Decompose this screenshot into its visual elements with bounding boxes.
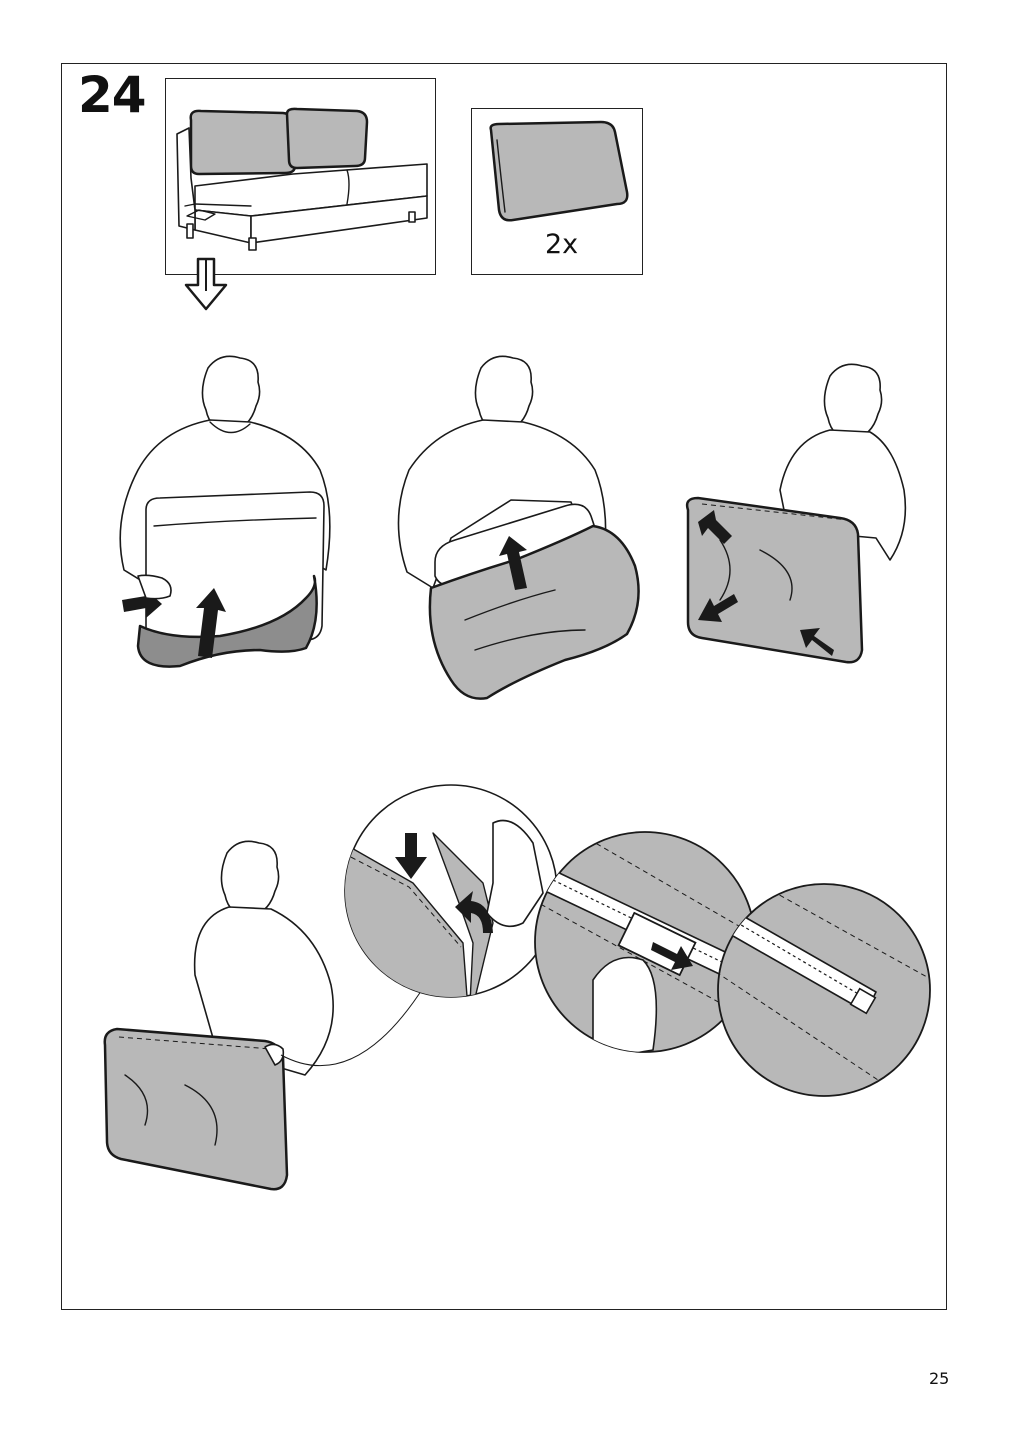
page-number: 25 [929,1369,950,1388]
zipper-detail-2 [534,831,756,1053]
cushion-quantity: 2x [545,229,579,260]
step-frame [61,63,947,1310]
step-illustration-4 [103,840,426,1191]
step-number: 24 [78,66,147,124]
zipper-detail-1 [344,784,558,998]
down-arrow-icon [184,257,228,311]
step-illustration-3 [685,363,907,664]
step-illustration-1 [119,355,331,668]
sofa-illustration [176,107,428,251]
step-illustration-2 [397,355,640,700]
back-cushion-icon [489,120,629,222]
zipper-detail-3 [717,883,931,1097]
